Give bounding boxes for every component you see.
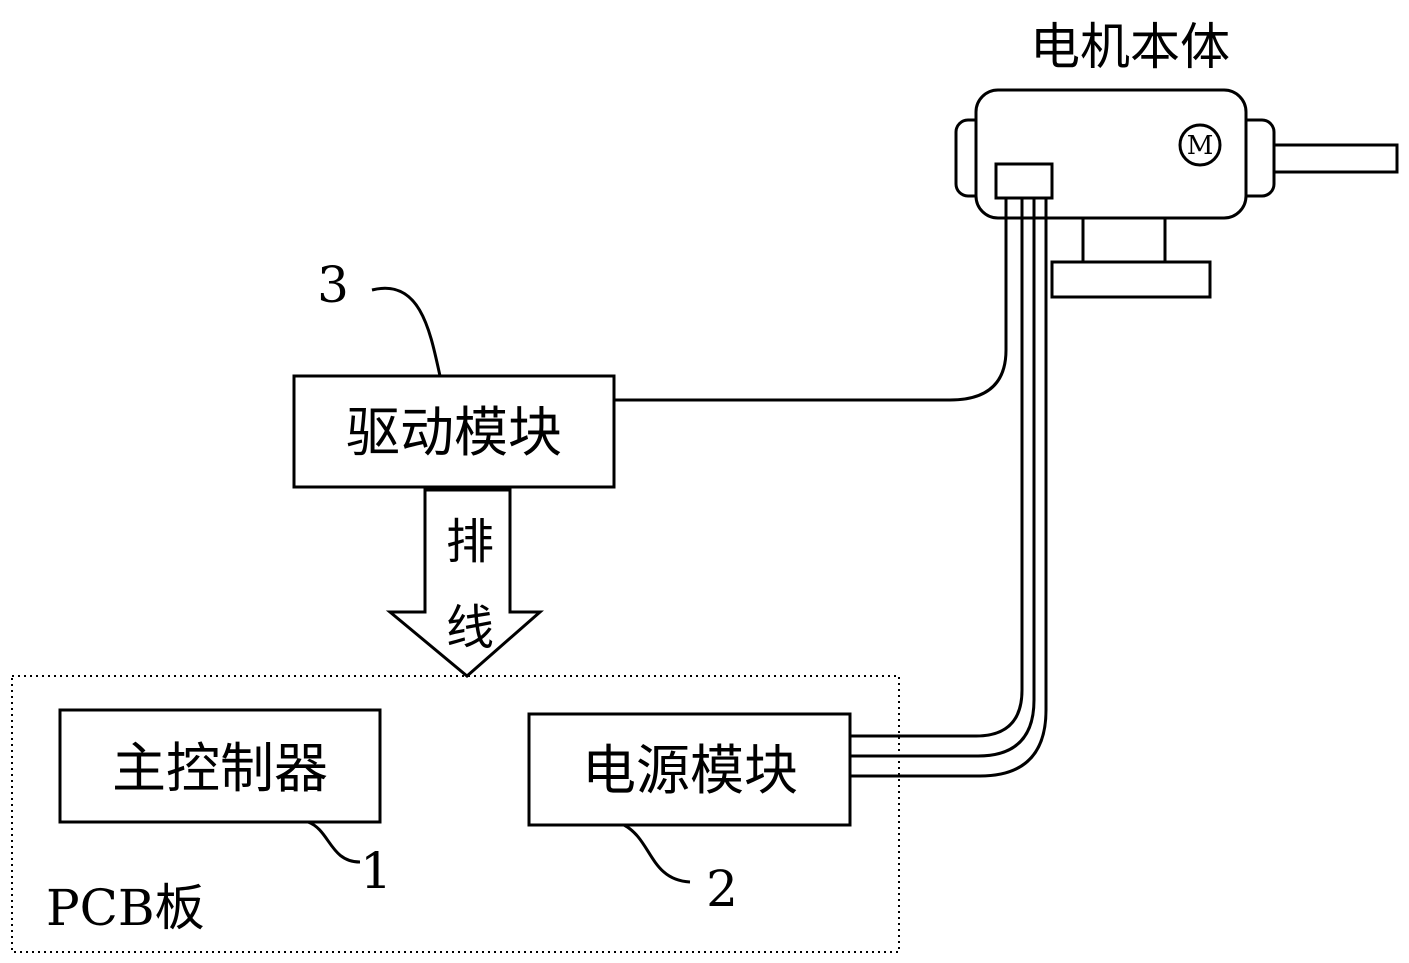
main-controller-box bbox=[58, 708, 382, 824]
ribbon-cable-arrow bbox=[385, 488, 544, 678]
motor-base bbox=[1050, 260, 1212, 299]
motor-terminal-box bbox=[994, 162, 1054, 200]
motor-symbol-circle bbox=[1178, 123, 1222, 167]
motor-shaft bbox=[1274, 143, 1399, 174]
power-module-leader bbox=[623, 823, 691, 884]
power-module-box bbox=[527, 712, 852, 827]
power-module-number: 2 bbox=[706, 860, 738, 918]
main-controller-leader bbox=[307, 820, 361, 864]
drive-module-leader bbox=[371, 286, 442, 377]
motor-title: 电机本体 bbox=[1030, 18, 1230, 76]
wires bbox=[614, 198, 1048, 778]
drive-module-label: 驱动模块 bbox=[346, 401, 562, 464]
power-module-label: 电源模块 bbox=[582, 739, 798, 802]
wire-motor-to-power-2 bbox=[850, 198, 1036, 758]
main-controller-label: 主控制器 bbox=[112, 737, 328, 800]
wire-motor-to-drive bbox=[614, 198, 1008, 402]
motor-body bbox=[954, 88, 1399, 299]
wire-motor-to-power-1 bbox=[850, 198, 1024, 738]
wire-motor-to-power-3 bbox=[850, 198, 1048, 778]
pcb-label: PCB板 bbox=[46, 879, 205, 937]
drive-module-box bbox=[292, 374, 616, 489]
motor-symbol-label: M bbox=[1187, 131, 1214, 161]
main-controller-number: 1 bbox=[360, 842, 392, 900]
drive-module-number: 3 bbox=[317, 256, 349, 314]
ribbon-cable-char1: 排 bbox=[446, 514, 494, 570]
ribbon-cable-char2: 线 bbox=[446, 600, 494, 656]
